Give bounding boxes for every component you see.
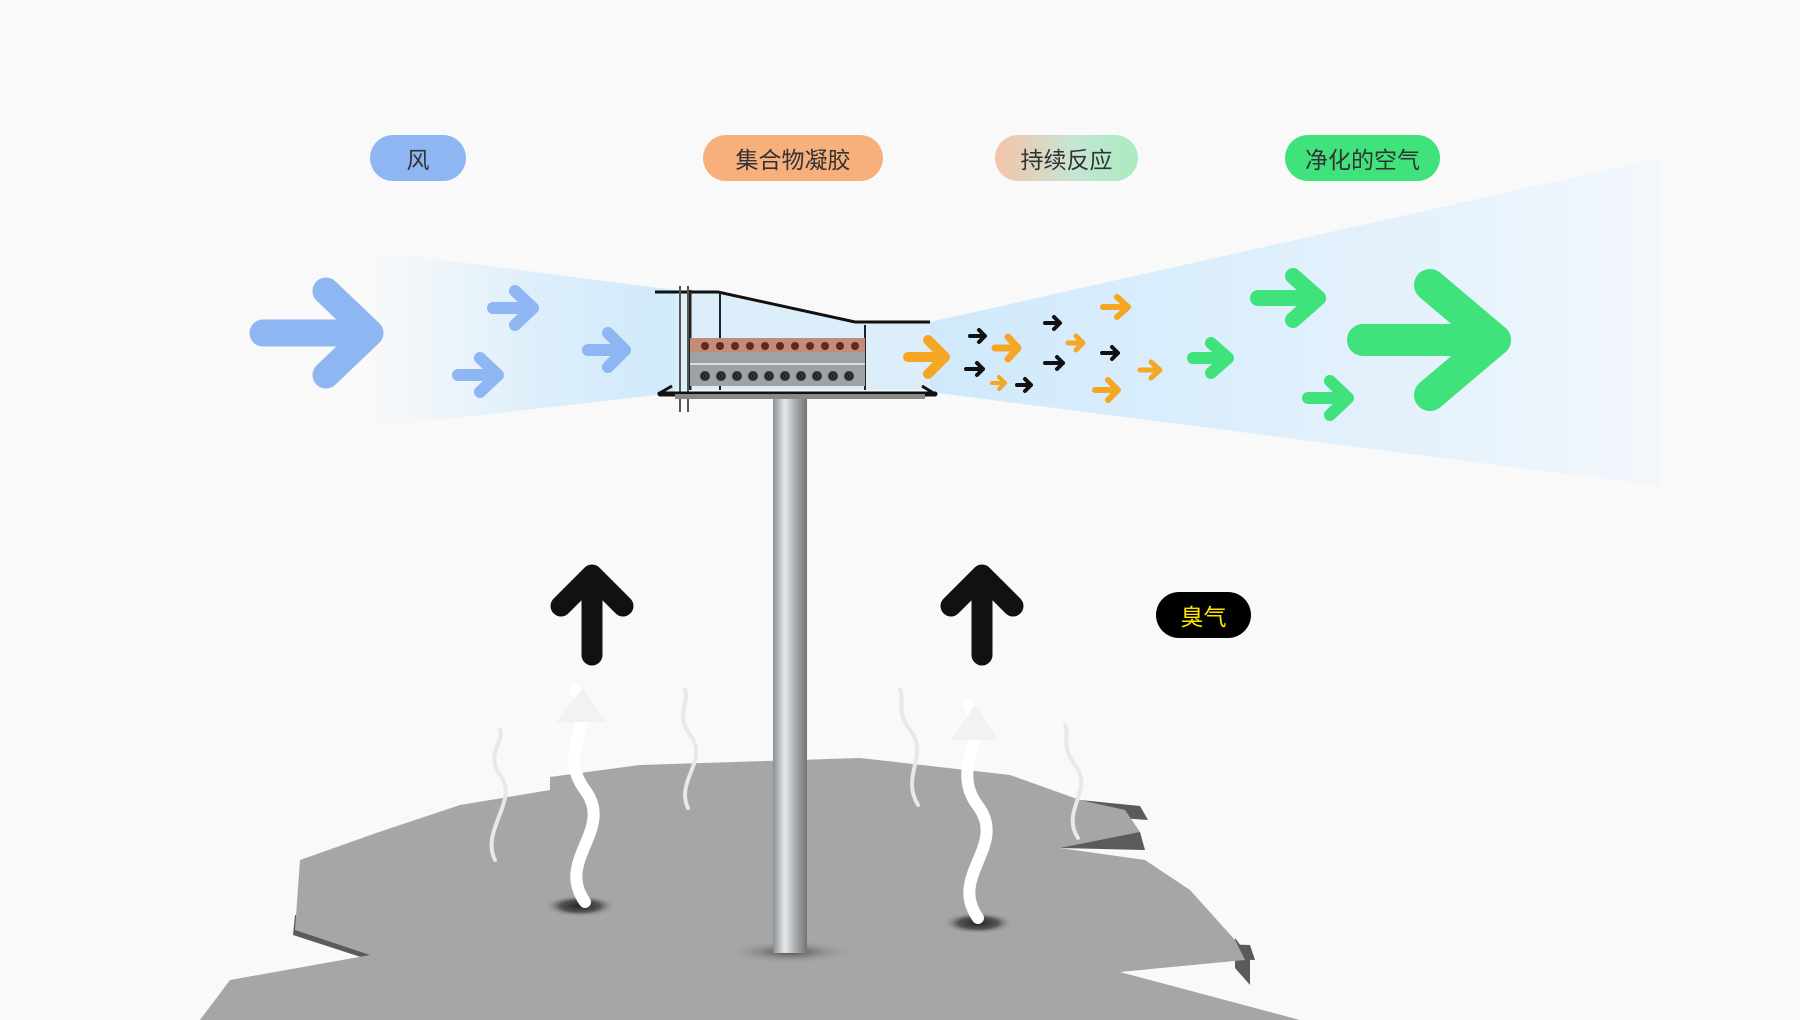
label-polymer-gel-text: 集合物凝胶 bbox=[735, 148, 851, 174]
arrow-right-icon bbox=[903, 294, 1163, 403]
label-polymer-gel: 集合物凝胶 bbox=[703, 135, 883, 181]
airflow-band-inlet bbox=[365, 250, 675, 428]
label-wind: 风 bbox=[370, 135, 466, 181]
label-purified-air: 净化的空气 bbox=[1285, 135, 1440, 181]
label-purified-air-text: 净化的空气 bbox=[1305, 148, 1420, 174]
arrow-right-icon bbox=[249, 277, 631, 398]
label-wind-text: 风 bbox=[406, 148, 430, 174]
label-continuous-reaction: 持续反应 bbox=[995, 135, 1138, 181]
label-odor: 臭气 bbox=[1156, 592, 1251, 638]
label-odor-text: 臭气 bbox=[1180, 605, 1227, 631]
arrow-up-icon bbox=[550, 564, 1024, 666]
arrow-right-icon bbox=[1187, 268, 1511, 421]
support-pole bbox=[773, 393, 807, 953]
odor-vent-hole bbox=[544, 895, 616, 917]
arrow-right-icon bbox=[964, 315, 1120, 393]
ground-platform bbox=[200, 758, 1300, 1020]
label-continuous-reaction-text: 持续反应 bbox=[1020, 148, 1113, 174]
wavy-smoke-icon bbox=[489, 684, 1084, 924]
filter-device bbox=[655, 286, 938, 412]
